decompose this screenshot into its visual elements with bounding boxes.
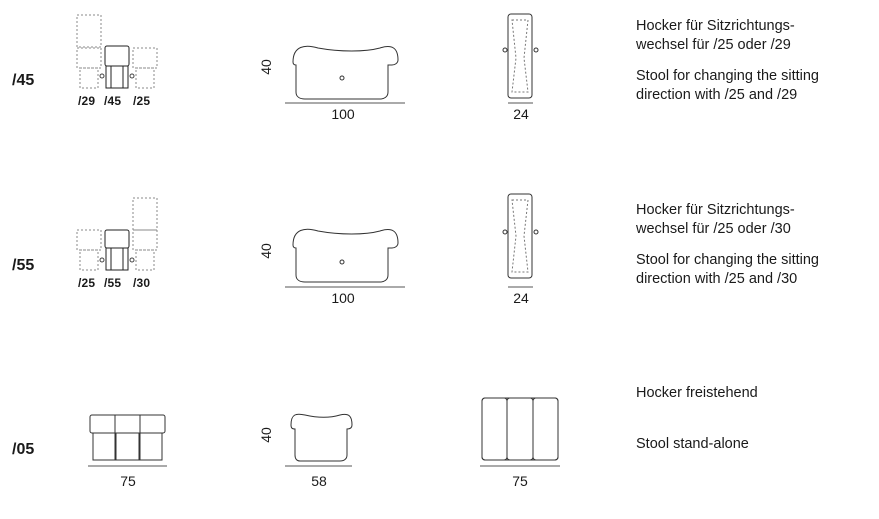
front-view-05 (88, 414, 167, 467)
module-label-29: /29 (78, 94, 96, 108)
module-label-25: /25 (78, 276, 96, 290)
module-label-30: /30 (133, 276, 151, 290)
side-width-05: 58 (311, 473, 327, 489)
top-width-55: 24 (513, 290, 529, 306)
height-dim-55: 40 (258, 243, 274, 259)
row-code-45: /45 (12, 72, 35, 89)
top-view-55 (502, 193, 539, 288)
front-width-05: 75 (120, 473, 136, 489)
side-width-45: 100 (331, 106, 355, 122)
top-width-05: 75 (512, 473, 528, 489)
side-view-55 (285, 228, 405, 288)
top-width-45: 24 (513, 106, 529, 122)
desc-en-45: Stool for changing the sitting direction… (636, 68, 819, 103)
row-code-55: /55 (12, 257, 35, 274)
module-label-25: /25 (133, 94, 151, 108)
plan-diagram-55 (76, 197, 158, 271)
height-dim-45: 40 (258, 59, 274, 75)
side-width-55: 100 (331, 290, 355, 306)
row-code-05: /05 (12, 441, 35, 458)
height-dim-05: 40 (258, 427, 274, 443)
module-label-45: /45 (104, 94, 122, 108)
top-view-45 (502, 13, 539, 104)
desc-de-55: Hocker für Sitzrichtungs- wechsel für /2… (636, 202, 795, 237)
top-view-05 (480, 397, 560, 467)
desc-en-05: Stool stand-alone (636, 436, 749, 452)
side-view-45 (285, 45, 405, 104)
desc-de-05: Hocker freistehend (636, 385, 758, 401)
plan-diagram-45 (76, 14, 158, 89)
module-label-55: /55 (104, 276, 122, 290)
side-view-05 (285, 413, 353, 467)
desc-de-45: Hocker für Sitzrichtungs- wechsel für /2… (636, 18, 795, 53)
desc-en-55: Stool for changing the sitting direction… (636, 252, 819, 287)
